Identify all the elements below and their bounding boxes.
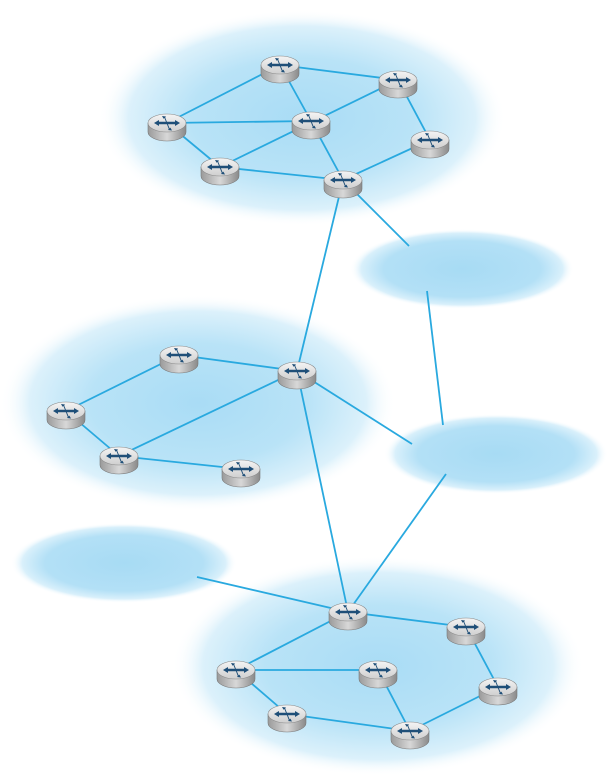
router-icon xyxy=(359,661,397,688)
router-icon xyxy=(329,603,367,630)
router-icon xyxy=(292,112,330,139)
router-icon xyxy=(268,705,306,732)
router-icon xyxy=(447,618,485,645)
network-cloud-cloud-right-upper xyxy=(350,229,574,309)
router-icon xyxy=(261,56,299,83)
router-icon xyxy=(278,362,316,389)
router-icon xyxy=(160,346,198,373)
router-icon xyxy=(391,722,429,749)
router-icon xyxy=(379,71,417,98)
network-cloud-cloud-right-lower xyxy=(384,414,608,494)
router-icon xyxy=(479,678,517,705)
router-icon xyxy=(222,460,260,487)
router-icon xyxy=(411,131,449,158)
link-cloud-right-upper-cloud-right-lower xyxy=(427,291,443,425)
network-cloud-cloud-left xyxy=(11,523,237,603)
router-icon xyxy=(324,171,362,198)
router-icon xyxy=(217,661,255,688)
router-icon xyxy=(100,447,138,474)
router-icon xyxy=(148,114,186,141)
router-icon xyxy=(47,402,85,429)
router-icon xyxy=(201,158,239,185)
